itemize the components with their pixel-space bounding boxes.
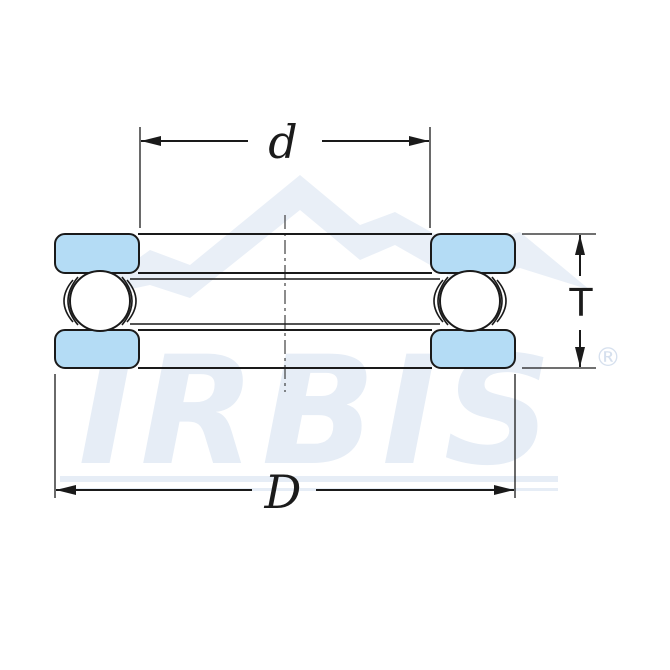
watermark-underline-thin bbox=[60, 488, 558, 491]
washer-section-top-left bbox=[54, 233, 140, 274]
cage-brackets bbox=[63, 276, 507, 326]
cage bbox=[130, 278, 440, 325]
dimension-d bbox=[139, 127, 431, 228]
ball-right bbox=[439, 270, 501, 332]
dimension-T bbox=[522, 233, 596, 369]
washer-section-bottom-left bbox=[54, 329, 140, 369]
watermark: IRBIS ® bbox=[60, 175, 621, 499]
lower-washer bbox=[138, 329, 432, 369]
watermark-registered-mark: ® bbox=[595, 343, 621, 373]
washer-section-top-right bbox=[430, 233, 516, 274]
label-inner-diameter: d bbox=[268, 115, 297, 169]
label-outer-diameter: D bbox=[264, 465, 302, 519]
watermark-underline bbox=[60, 476, 558, 482]
balls bbox=[69, 270, 501, 332]
upper-washer bbox=[138, 233, 432, 274]
washer-section-bottom-right bbox=[430, 329, 516, 369]
ball-left bbox=[69, 270, 131, 332]
dimension-D bbox=[54, 374, 516, 498]
label-height: T bbox=[568, 281, 593, 325]
